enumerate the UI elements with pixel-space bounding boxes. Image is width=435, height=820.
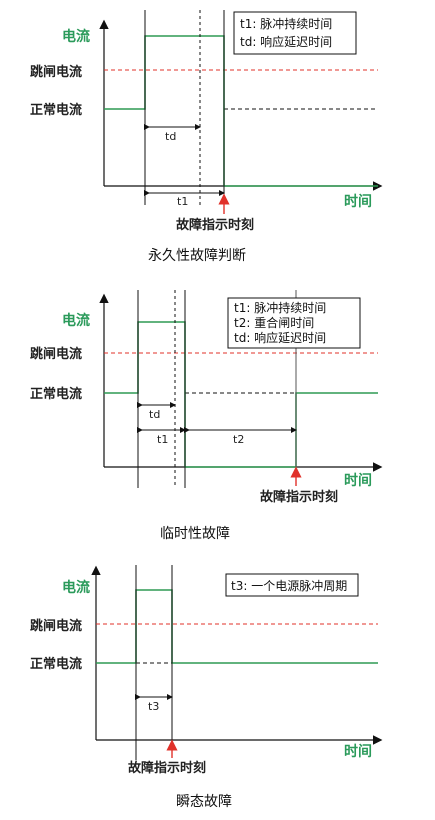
fault-indicator-label: 故障指示时刻: [260, 489, 338, 505]
panel-caption: 永久性故障判断: [148, 248, 246, 264]
current-signal: [96, 589, 378, 664]
normal-current-label: 正常电流: [30, 102, 82, 118]
legend-box: [225, 573, 359, 597]
legend-item: t3: 一个电源脉冲周期: [231, 578, 347, 593]
trip-current-label: 跳闸电流: [30, 618, 82, 634]
panel-caption: 瞬态故障: [176, 794, 232, 810]
td-interval-label: td: [149, 408, 160, 421]
current-label: 电流: [62, 28, 90, 45]
current-label: 电流: [62, 312, 90, 329]
legend-box: [227, 297, 361, 349]
normal-current-label: 正常电流: [30, 656, 82, 672]
legend-box: [233, 11, 357, 55]
current-signal: [104, 35, 378, 187]
legend-item: td: 响应延迟时间: [234, 330, 326, 345]
panel-transient-fault: 电流 跳闸电流 正常电流 时间 t3 故障指示时刻 t3: 一个电源脉冲周期 瞬…: [30, 565, 383, 810]
trip-current-label: 跳闸电流: [30, 64, 82, 80]
panel-permanent-fault: 电流 跳闸电流 正常电流 时间 td t1 故障指示时刻 t1: 脉冲持续时间 …: [30, 10, 383, 264]
td-interval-label: td: [165, 130, 176, 143]
legend-item: t1: 脉冲持续时间: [240, 16, 332, 31]
t3-interval-label: t3: [148, 700, 159, 713]
fault-indicator-label: 故障指示时刻: [176, 217, 254, 233]
time-label: 时间: [344, 743, 372, 760]
t2-interval-label: t2: [233, 433, 244, 446]
t1-interval-label: t1: [177, 195, 188, 208]
normal-current-label: 正常电流: [30, 386, 82, 402]
t1-interval-label: t1: [157, 433, 168, 446]
time-label: 时间: [344, 193, 372, 210]
trip-current-label: 跳闸电流: [30, 346, 82, 362]
time-label: 时间: [344, 472, 372, 489]
fault-indicator-label: 故障指示时刻: [128, 760, 206, 776]
panel-temporary-fault: 电流 跳闸电流 正常电流 时间 td t1 t2 故障指示时刻 t1: 脉冲持续…: [30, 290, 383, 542]
current-label: 电流: [62, 579, 90, 596]
panel-caption: 临时性故障: [160, 526, 230, 542]
legend-item: t2: 重合闸时间: [234, 315, 314, 330]
legend-item: t1: 脉冲持续时间: [234, 300, 326, 315]
legend-item: td: 响应延迟时间: [240, 34, 332, 49]
